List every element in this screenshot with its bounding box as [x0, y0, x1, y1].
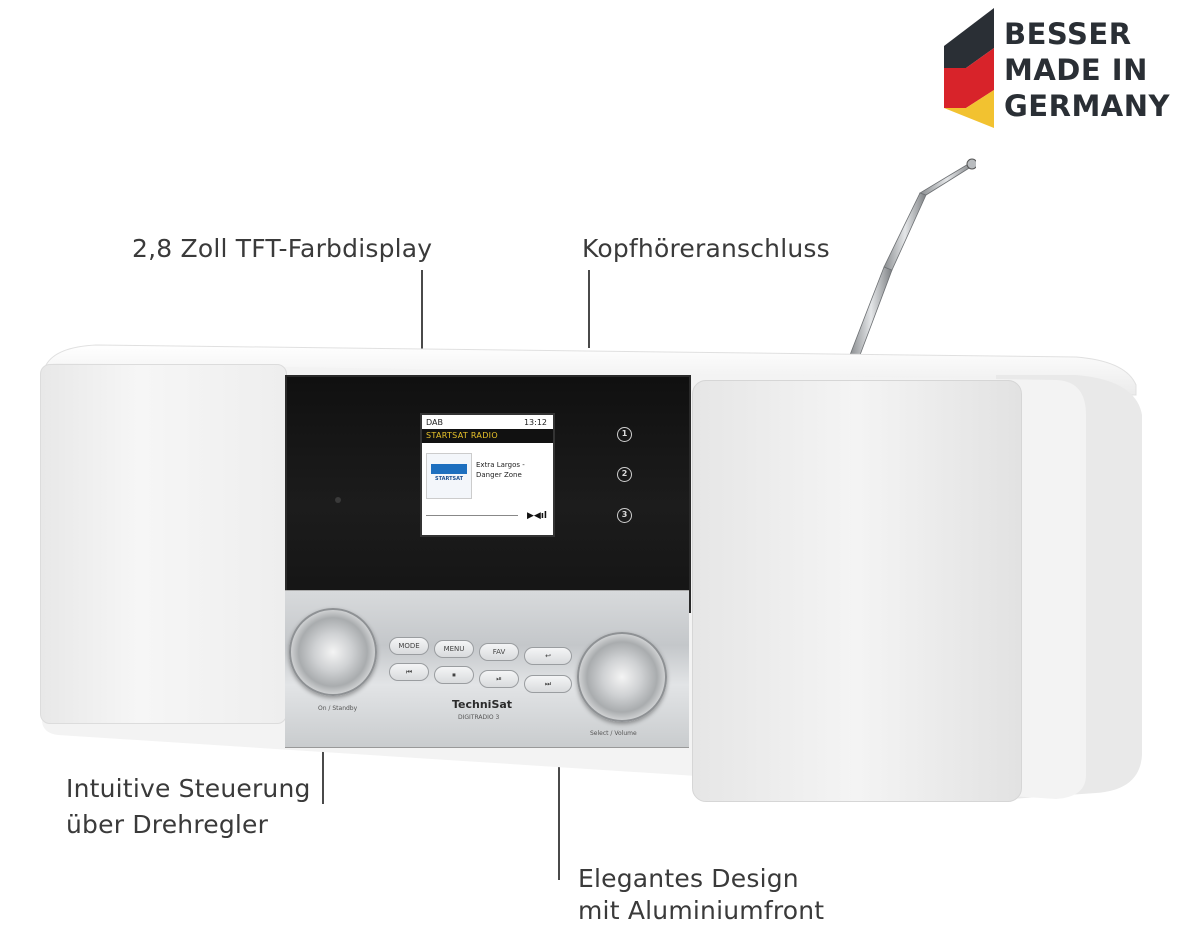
left-speaker-panel [40, 364, 287, 724]
callout-headphone: Kopfhöreranschluss [582, 234, 830, 263]
callout-design-line1: Elegantes Design [578, 864, 799, 893]
right-speaker-panel [692, 380, 1022, 802]
lcd-time: 13:12 [523, 418, 547, 427]
callout-display-line [421, 270, 423, 412]
brand-logo: TechniSat [452, 698, 513, 711]
left-rotary-knob[interactable] [289, 608, 377, 696]
lcd-signal-icon: ▶◀ıl [526, 511, 547, 521]
made-in-germany-flag-icon [944, 8, 994, 128]
right-knob-label: Select / Volume [590, 730, 637, 737]
preset-button-2[interactable]: 2 [617, 467, 632, 482]
play-pause-button[interactable]: ⏯ [479, 670, 519, 688]
lcd-mode: DAB [426, 418, 443, 427]
next-button[interactable]: ⏭ [524, 675, 572, 693]
menu-button[interactable]: MENU [434, 640, 474, 658]
tft-display: DAB 13:12 STARTSAT RADIO STARTSAT Extra … [420, 413, 555, 537]
callout-controls-line1: Intuitive Steuerung [66, 774, 311, 803]
lcd-track-line1: Extra Largos - [476, 461, 525, 469]
callout-display: 2,8 Zoll TFT-Farbdisplay [132, 234, 433, 263]
back-button[interactable]: ↩ [524, 647, 572, 665]
callout-controls-line2: über Drehregler [66, 810, 269, 839]
callout-headphone-line [588, 270, 590, 348]
mode-button[interactable]: MODE [389, 637, 429, 655]
lcd-track-line2: Danger Zone [476, 471, 522, 479]
badge-line-2: MADE IN [1004, 53, 1148, 87]
lcd-divider [426, 515, 518, 516]
left-knob-label: On / Standby [318, 705, 358, 712]
callout-design-line [558, 740, 560, 880]
stop-button[interactable]: ⏹ [434, 666, 474, 684]
right-rotary-knob[interactable] [577, 632, 667, 722]
callout-design-line2: mit Aluminiumfront [578, 896, 825, 925]
badge-line-3: GERMANY [1004, 89, 1171, 123]
fav-button[interactable]: FAV [479, 643, 519, 661]
prev-button[interactable]: ⏮ [389, 663, 429, 681]
badge-line-1: BESSER [1004, 17, 1132, 51]
antenna [849, 158, 976, 356]
ir-sensor [335, 497, 341, 503]
preset-button-1[interactable]: 1 [617, 427, 632, 442]
lcd-station-logo: STARTSAT [426, 453, 472, 499]
lcd-station: STARTSAT RADIO [422, 429, 553, 443]
preset-button-3[interactable]: 3 [617, 508, 632, 523]
model-name: DIGITRADIO 3 [458, 714, 500, 721]
